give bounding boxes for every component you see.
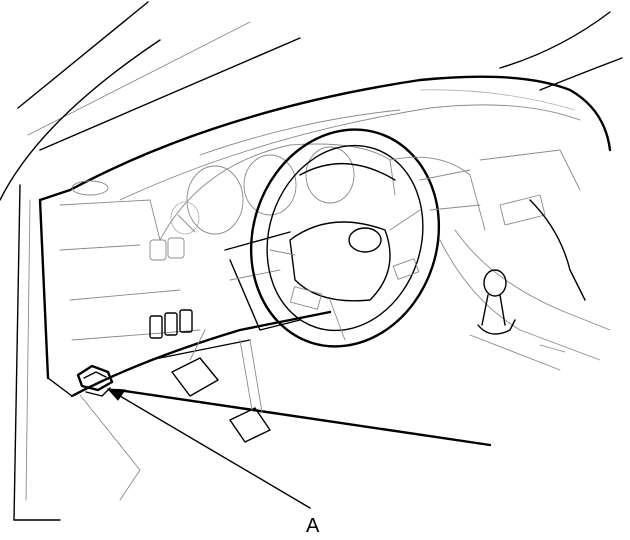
callout-leader-a bbox=[106, 388, 311, 509]
instrument-cluster bbox=[159, 143, 396, 241]
dash-lower-edge bbox=[70, 310, 492, 447]
gear-shifter bbox=[469, 269, 566, 371]
door-panel bbox=[13, 184, 141, 521]
steering-wheel bbox=[249, 128, 441, 348]
left-switch-panel bbox=[149, 237, 193, 339]
connector-component bbox=[76, 364, 114, 397]
center-console bbox=[389, 149, 611, 361]
dashboard-top bbox=[68, 75, 612, 201]
pedals bbox=[171, 329, 271, 443]
callout-label-a: A bbox=[306, 515, 320, 537]
dash-left-panel bbox=[38, 188, 201, 397]
windshield-frame bbox=[0, 1, 623, 201]
steering-column bbox=[224, 231, 301, 331]
